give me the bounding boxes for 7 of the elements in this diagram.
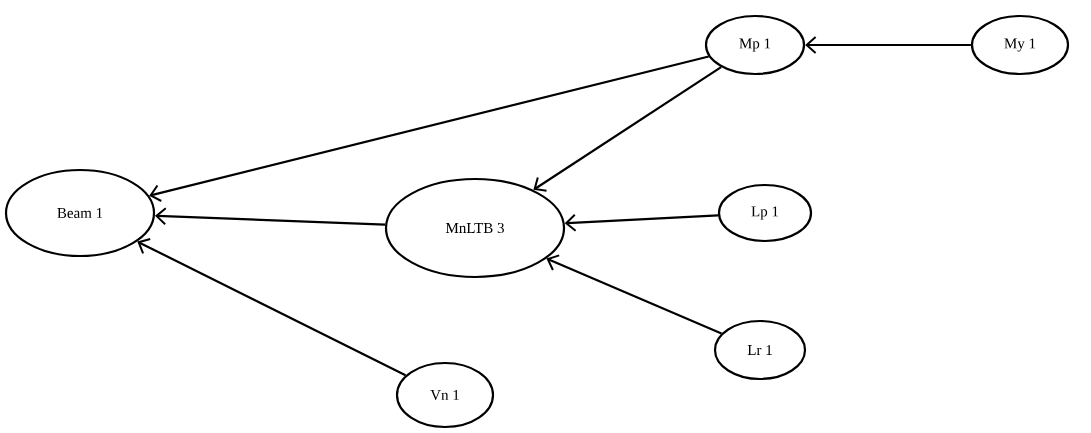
arrow	[805, 36, 971, 54]
arrow	[154, 207, 386, 226]
arrow	[149, 55, 709, 202]
arrow	[546, 254, 722, 335]
arrow	[137, 238, 407, 377]
arrow	[533, 66, 722, 192]
arrow	[564, 213, 719, 232]
